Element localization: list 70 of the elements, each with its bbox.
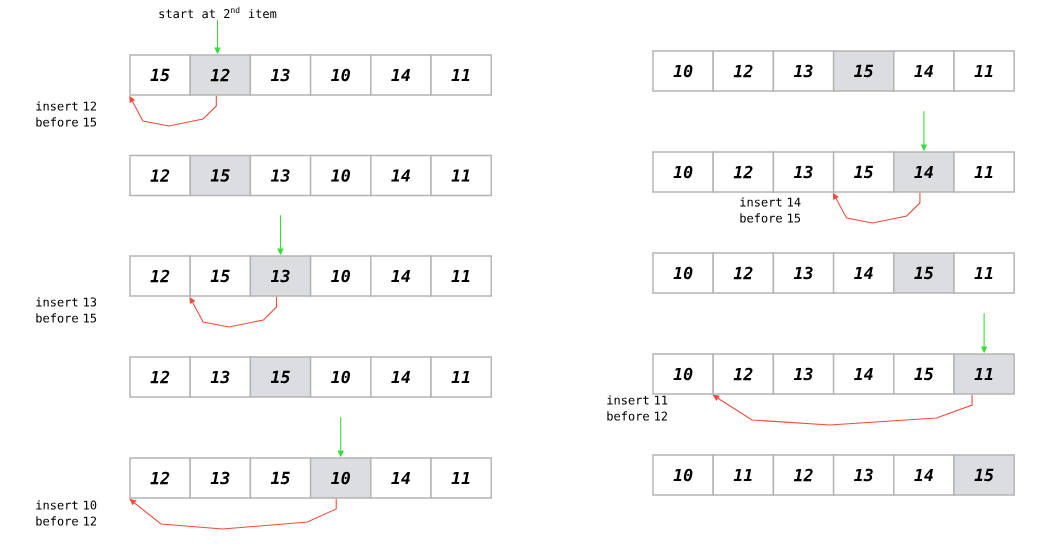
array-cell: 12 — [189, 54, 252, 96]
array-cell: 14 — [370, 255, 432, 297]
array-cell: 14 — [893, 151, 955, 193]
note-text: insert 11 before 12 — [607, 395, 668, 421]
array-cell: 13 — [189, 356, 252, 398]
array-cell: 10 — [652, 252, 714, 294]
array-cell: 10 — [652, 50, 714, 92]
array-cell: 10 — [652, 454, 714, 496]
array-cell: 14 — [893, 454, 955, 496]
array-cell: 11 — [953, 353, 1015, 395]
array-cell: 10 — [652, 151, 714, 193]
array-cell: 15 — [249, 356, 312, 398]
array-cell: 12 — [712, 50, 775, 92]
array-cell: 11 — [712, 454, 775, 496]
array-cell: 14 — [370, 54, 432, 96]
array-cell: 12 — [129, 457, 191, 499]
array-cell: 13 — [832, 454, 895, 496]
array-cell: 14 — [832, 353, 895, 395]
array-cell: 13 — [189, 457, 252, 499]
array-cell: 12 — [712, 353, 775, 395]
array-cell: 12 — [129, 154, 191, 197]
array-cell: 15 — [129, 54, 191, 96]
note-text: insert 10 before 12 — [36, 500, 97, 526]
array-cell: 13 — [772, 151, 835, 193]
array-cell: 15 — [832, 151, 895, 193]
array-cell: 11 — [953, 151, 1015, 193]
array-cell: 14 — [370, 154, 432, 197]
array-cell: 13 — [249, 255, 312, 297]
array-cell: 14 — [370, 356, 432, 398]
array-cell: 15 — [953, 454, 1015, 496]
array-cell: 12 — [129, 356, 191, 398]
array-cell: 12 — [129, 255, 191, 297]
array-cell: 11 — [430, 154, 492, 197]
arrow — [129, 95, 217, 127]
array-cell: 10 — [309, 54, 372, 96]
array-cell: 15 — [832, 50, 895, 92]
array-cell: 10 — [309, 255, 372, 297]
arrow — [129, 498, 337, 530]
array-cell: 11 — [953, 50, 1015, 92]
array-cell: 15 — [893, 252, 955, 294]
array-cell: 13 — [249, 54, 312, 96]
array-cell: 10 — [652, 353, 714, 395]
step-note: start at 2$^{nd}$ item — [159, 6, 277, 19]
array-cell: 13 — [772, 252, 835, 294]
array-cell: 10 — [309, 457, 372, 499]
note-text: insert 12 before 15 — [36, 101, 97, 127]
array-cell: 15 — [249, 457, 312, 499]
array-cell: 14 — [893, 50, 955, 92]
array-cell: 14 — [832, 252, 895, 294]
array-cell: 15 — [189, 154, 252, 197]
array-cell: 11 — [430, 356, 492, 398]
array-cell: 13 — [249, 154, 312, 197]
array-cell: 12 — [712, 252, 775, 294]
arrow — [189, 296, 278, 328]
array-cell: 15 — [189, 255, 252, 297]
note-text: insert 13 before 15 — [36, 297, 97, 323]
array-cell: 11 — [953, 252, 1015, 294]
array-cell: 10 — [309, 154, 372, 197]
array-cell: 13 — [772, 50, 835, 92]
array-cell: 11 — [430, 54, 492, 96]
array-cell: 14 — [370, 457, 432, 499]
array-cell: 10 — [309, 356, 372, 398]
array-cell: 15 — [893, 353, 955, 395]
note-text: insert 14 before 15 — [740, 197, 801, 223]
array-cell: 13 — [772, 353, 835, 395]
array-cell: 11 — [430, 255, 492, 297]
arrow — [832, 192, 921, 224]
array-cell: 12 — [772, 454, 835, 496]
array-cell: 12 — [712, 151, 775, 193]
array-cell: 11 — [430, 457, 492, 499]
